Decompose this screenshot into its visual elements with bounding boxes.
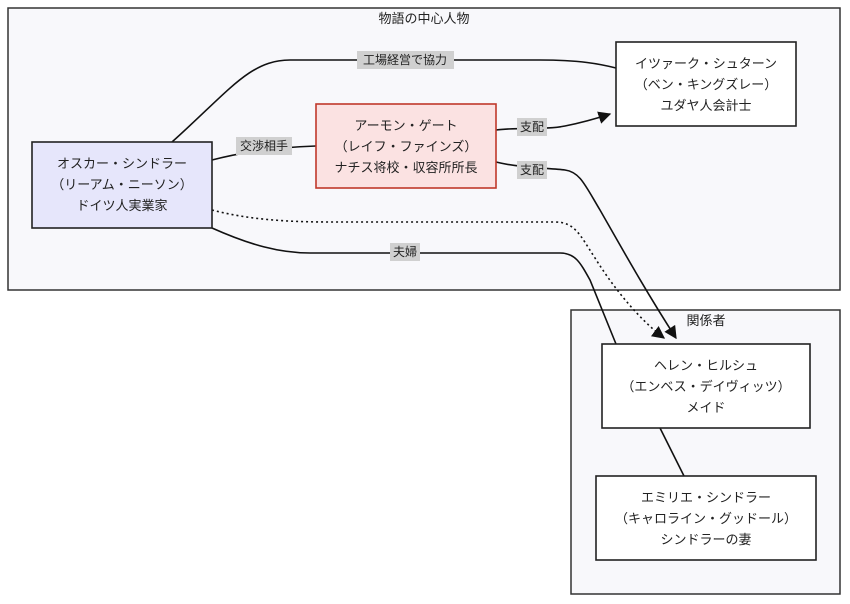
node-line-name: オスカー・シンドラー — [57, 157, 187, 172]
node-line-role: シンドラーの妻 — [660, 533, 751, 548]
node-line-actor: （エンベス・デイヴィッツ） — [621, 379, 790, 395]
node-line-name: エミリエ・シンドラー — [641, 491, 771, 506]
edge-label-text: 支配 — [520, 163, 544, 177]
edge-label-text: 夫婦 — [393, 244, 417, 259]
node-line-name: アーモン・ゲート — [354, 119, 457, 134]
node-line-actor: （ベン・キングズレー） — [635, 77, 778, 93]
node-line-role: ナチス将校・収容所所長 — [334, 160, 477, 176]
node-line-role: メイド — [686, 401, 725, 416]
node-line-actor: （レイフ・ファインズ） — [335, 139, 478, 155]
cluster-related-title: 関係者 — [686, 314, 725, 329]
edge-label-text: 工場経営で協力 — [363, 52, 447, 67]
edge-amon-itzhak — [495, 111, 612, 131]
edge-oskar-helen — [211, 209, 666, 339]
node-line-name: イツァーク・シュターン — [635, 57, 777, 72]
edge-oskar-itzhak — [171, 59, 617, 143]
edge-label-amon-itzhak: 支配 — [517, 118, 547, 136]
edge-label-oskar-emilie: 夫婦 — [390, 243, 420, 261]
edge-label-oskar-itzhak: 工場経営で協力 — [357, 51, 454, 69]
edge-label-oskar-amon: 交渉相手 — [236, 137, 292, 155]
cluster-main-title: 物語の中心人物 — [378, 11, 469, 27]
node-line-actor: （リーアム・ニーソン） — [51, 178, 193, 193]
node-itzhak-stern[interactable]: イツァーク・シュターン （ベン・キングズレー） ユダヤ人会計士 — [615, 41, 797, 127]
node-line-name: ヘレン・ヒルシュ — [654, 359, 758, 374]
node-line-actor: （キャロライン・グッドール） — [615, 512, 797, 527]
edge-label-amon-helen: 支配 — [517, 161, 547, 179]
node-emilie-schindler[interactable]: エミリエ・シンドラー （キャロライン・グッドール） シンドラーの妻 — [595, 475, 817, 561]
node-helen-hirsch[interactable]: ヘレン・ヒルシュ （エンベス・デイヴィッツ） メイド — [601, 343, 811, 429]
node-oskar-schindler[interactable]: オスカー・シンドラー （リーアム・ニーソン） ドイツ人実業家 — [31, 141, 213, 229]
edge-label-text: 支配 — [520, 120, 544, 134]
node-line-role: ユダヤ人会計士 — [660, 98, 751, 114]
edge-oskar-emilie — [211, 227, 685, 477]
edge-label-text: 交渉相手 — [240, 138, 288, 153]
node-line-role: ドイツ人実業家 — [76, 198, 167, 214]
node-amon-goeth[interactable]: アーモン・ゲート （レイフ・ファインズ） ナチス将校・収容所所長 — [315, 103, 497, 189]
